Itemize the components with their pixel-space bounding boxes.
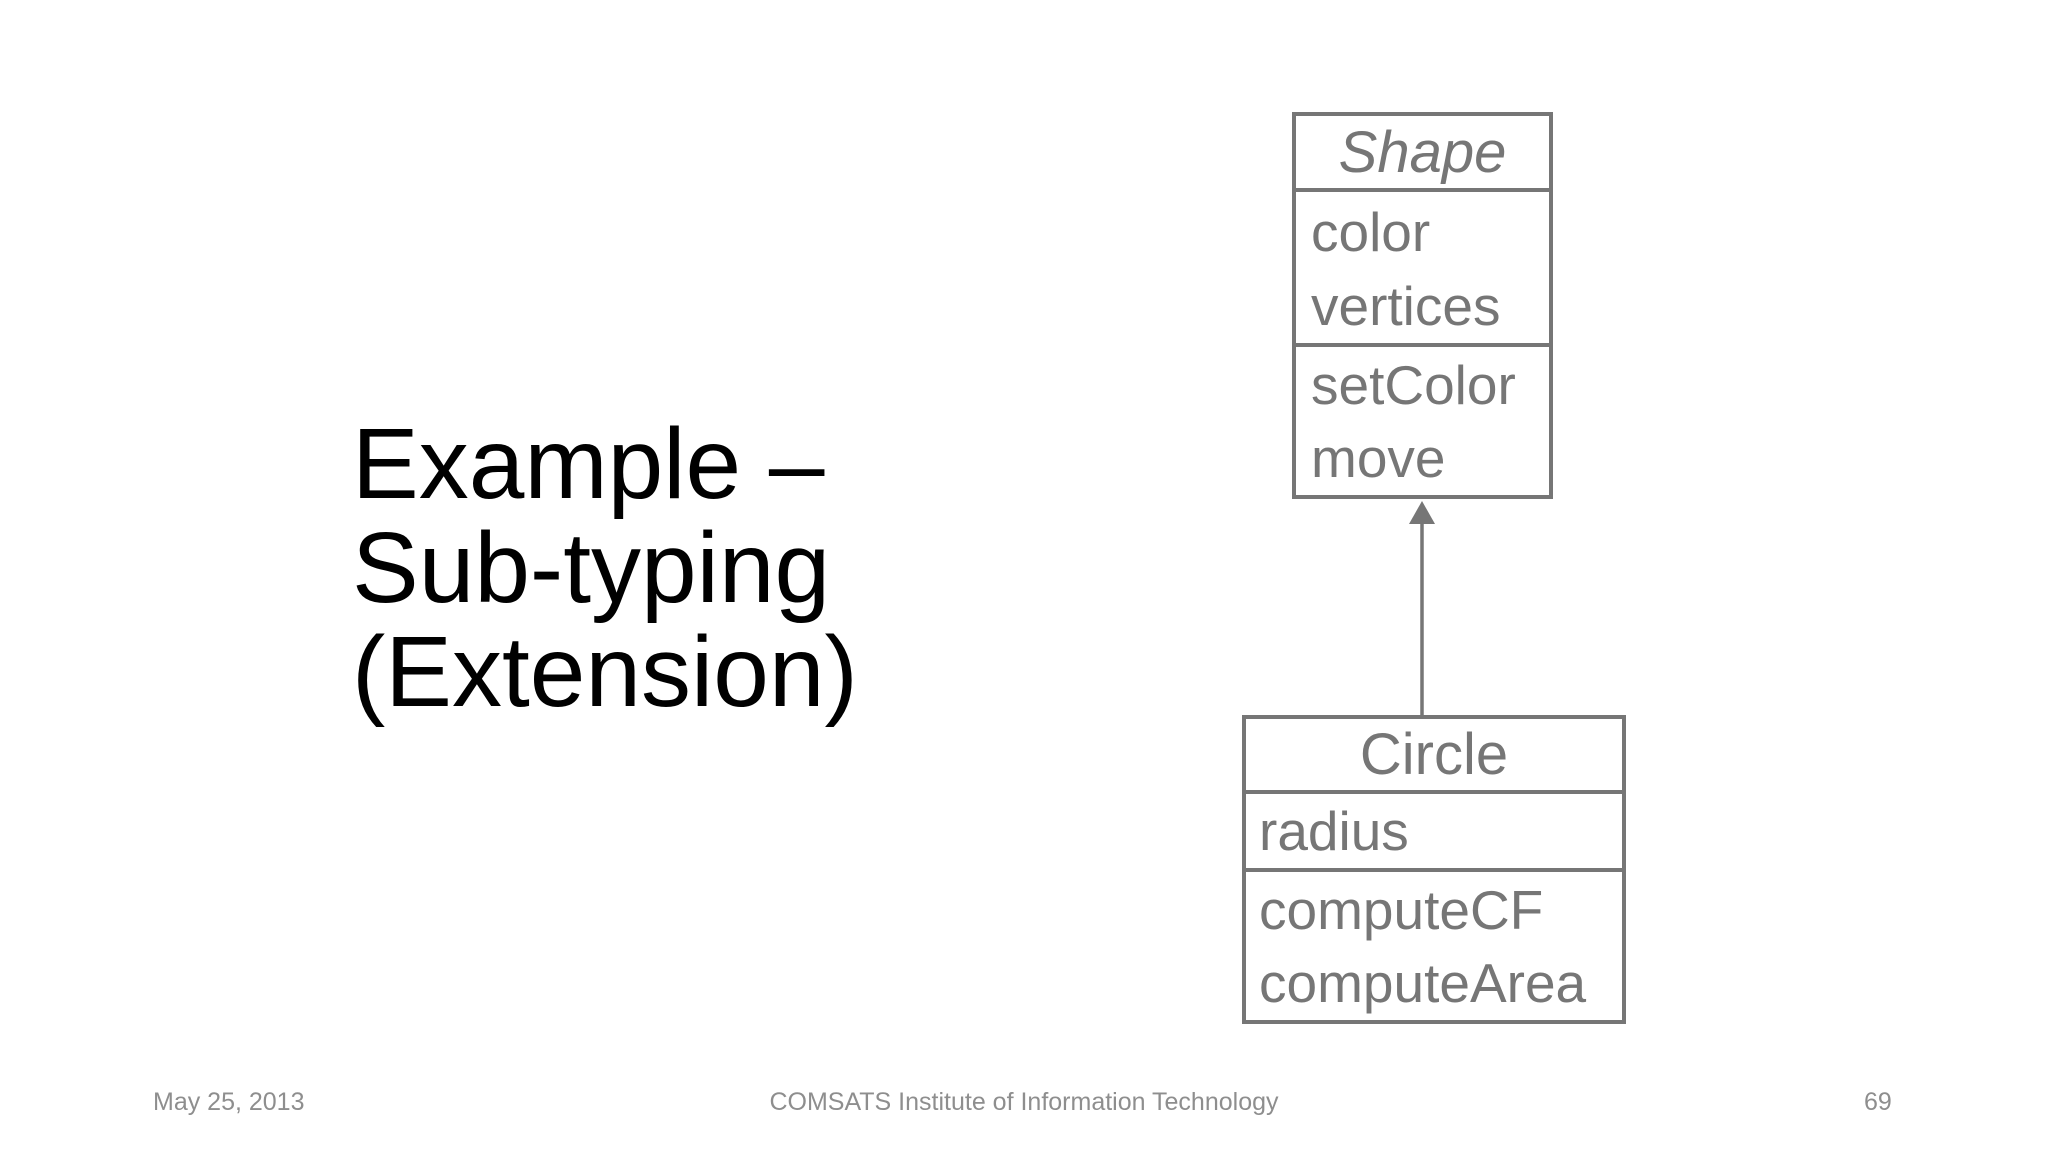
slide-title-line-1: Example – (352, 408, 825, 520)
footer-institution: COMSATS Institute of Information Technol… (769, 1088, 1279, 1116)
uml-class-shape-methods: setColor move (1296, 343, 1549, 495)
uml-class-shape: Shape color vertices setColor move (1292, 112, 1553, 499)
uml-attribute: color (1311, 201, 1431, 263)
slide-title-line-3: (Extension) (352, 616, 858, 728)
uml-method: setColor (1311, 354, 1516, 416)
uml-attribute: radius (1259, 800, 1409, 862)
uml-class-shape-attributes: color vertices (1296, 188, 1549, 343)
uml-method: computeCF (1259, 879, 1544, 941)
uml-class-circle-name: Circle (1359, 722, 1509, 787)
uml-class-circle-attributes: radius (1246, 790, 1622, 868)
uml-method: computeArea (1259, 952, 1587, 1014)
arrowhead-icon (1409, 501, 1435, 524)
uml-class-circle-methods: computeCF computeArea (1246, 868, 1622, 1020)
inheritance-arrow-icon (1409, 501, 1435, 715)
uml-class-shape-name: Shape (1338, 119, 1507, 185)
uml-attribute: vertices (1311, 275, 1501, 337)
slide-title-line-2: Sub-typing (352, 512, 831, 624)
footer-page-number: 69 (1864, 1088, 1892, 1116)
uml-method: move (1311, 427, 1446, 489)
footer-date: May 25, 2013 (153, 1088, 305, 1116)
uml-class-circle: Circle radius computeCF computeArea (1242, 715, 1626, 1024)
slide-title: Example – Sub-typing (Extension) (352, 412, 858, 724)
